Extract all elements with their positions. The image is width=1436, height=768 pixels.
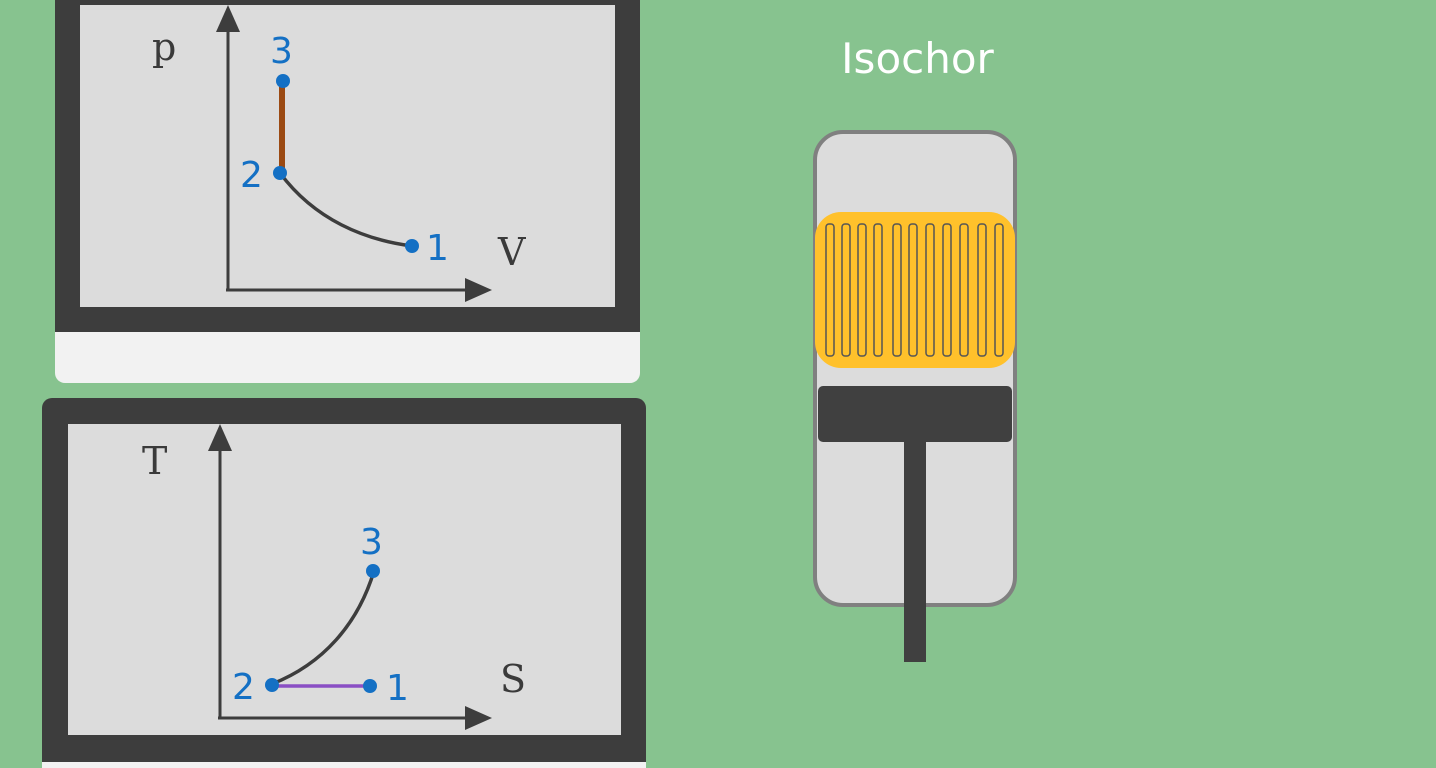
ts-point-1 [363, 679, 377, 693]
pv-point-2 [273, 166, 287, 180]
pv-point-1-label: 1 [426, 228, 449, 269]
pv-point-1 [405, 239, 419, 253]
heater-element [815, 212, 1015, 368]
ts-point-1-label: 1 [386, 668, 409, 709]
ts-monitor-stand [42, 762, 646, 768]
ts-point-3 [366, 564, 380, 578]
ts-isochor-curve [271, 570, 376, 686]
ts-diagram: T S 1 2 3 [142, 424, 526, 730]
ts-diagram-monitor: T S 1 2 3 [42, 398, 646, 768]
pv-diagram-monitor: p V 1 2 3 [55, 0, 640, 332]
piston-rod [904, 440, 926, 662]
process-title: Isochor [841, 34, 994, 83]
ts-y-axis-label: T [142, 439, 167, 483]
ts-diagram-screen: T S 1 2 3 [68, 424, 621, 735]
pv-diagram: p V 1 2 3 [152, 5, 526, 302]
ts-x-axis-label: S [500, 657, 526, 701]
pv-monitor-stand [55, 332, 640, 383]
ts-point-2-label: 2 [232, 667, 255, 708]
ts-point-3-label: 3 [360, 522, 383, 563]
pv-point-2-label: 2 [240, 155, 263, 196]
pv-y-axis-label: p [152, 25, 176, 69]
piston-head [818, 386, 1012, 442]
pv-x-axis-label: V [497, 230, 526, 274]
pv-point-3-label: 3 [270, 31, 293, 72]
pv-compression-curve [278, 171, 413, 248]
pv-diagram-screen: p V 1 2 3 [80, 5, 615, 307]
cylinder-illustration [813, 130, 1017, 662]
heater-coil [825, 223, 1004, 357]
ts-point-2 [265, 678, 279, 692]
pv-point-3 [276, 74, 290, 88]
